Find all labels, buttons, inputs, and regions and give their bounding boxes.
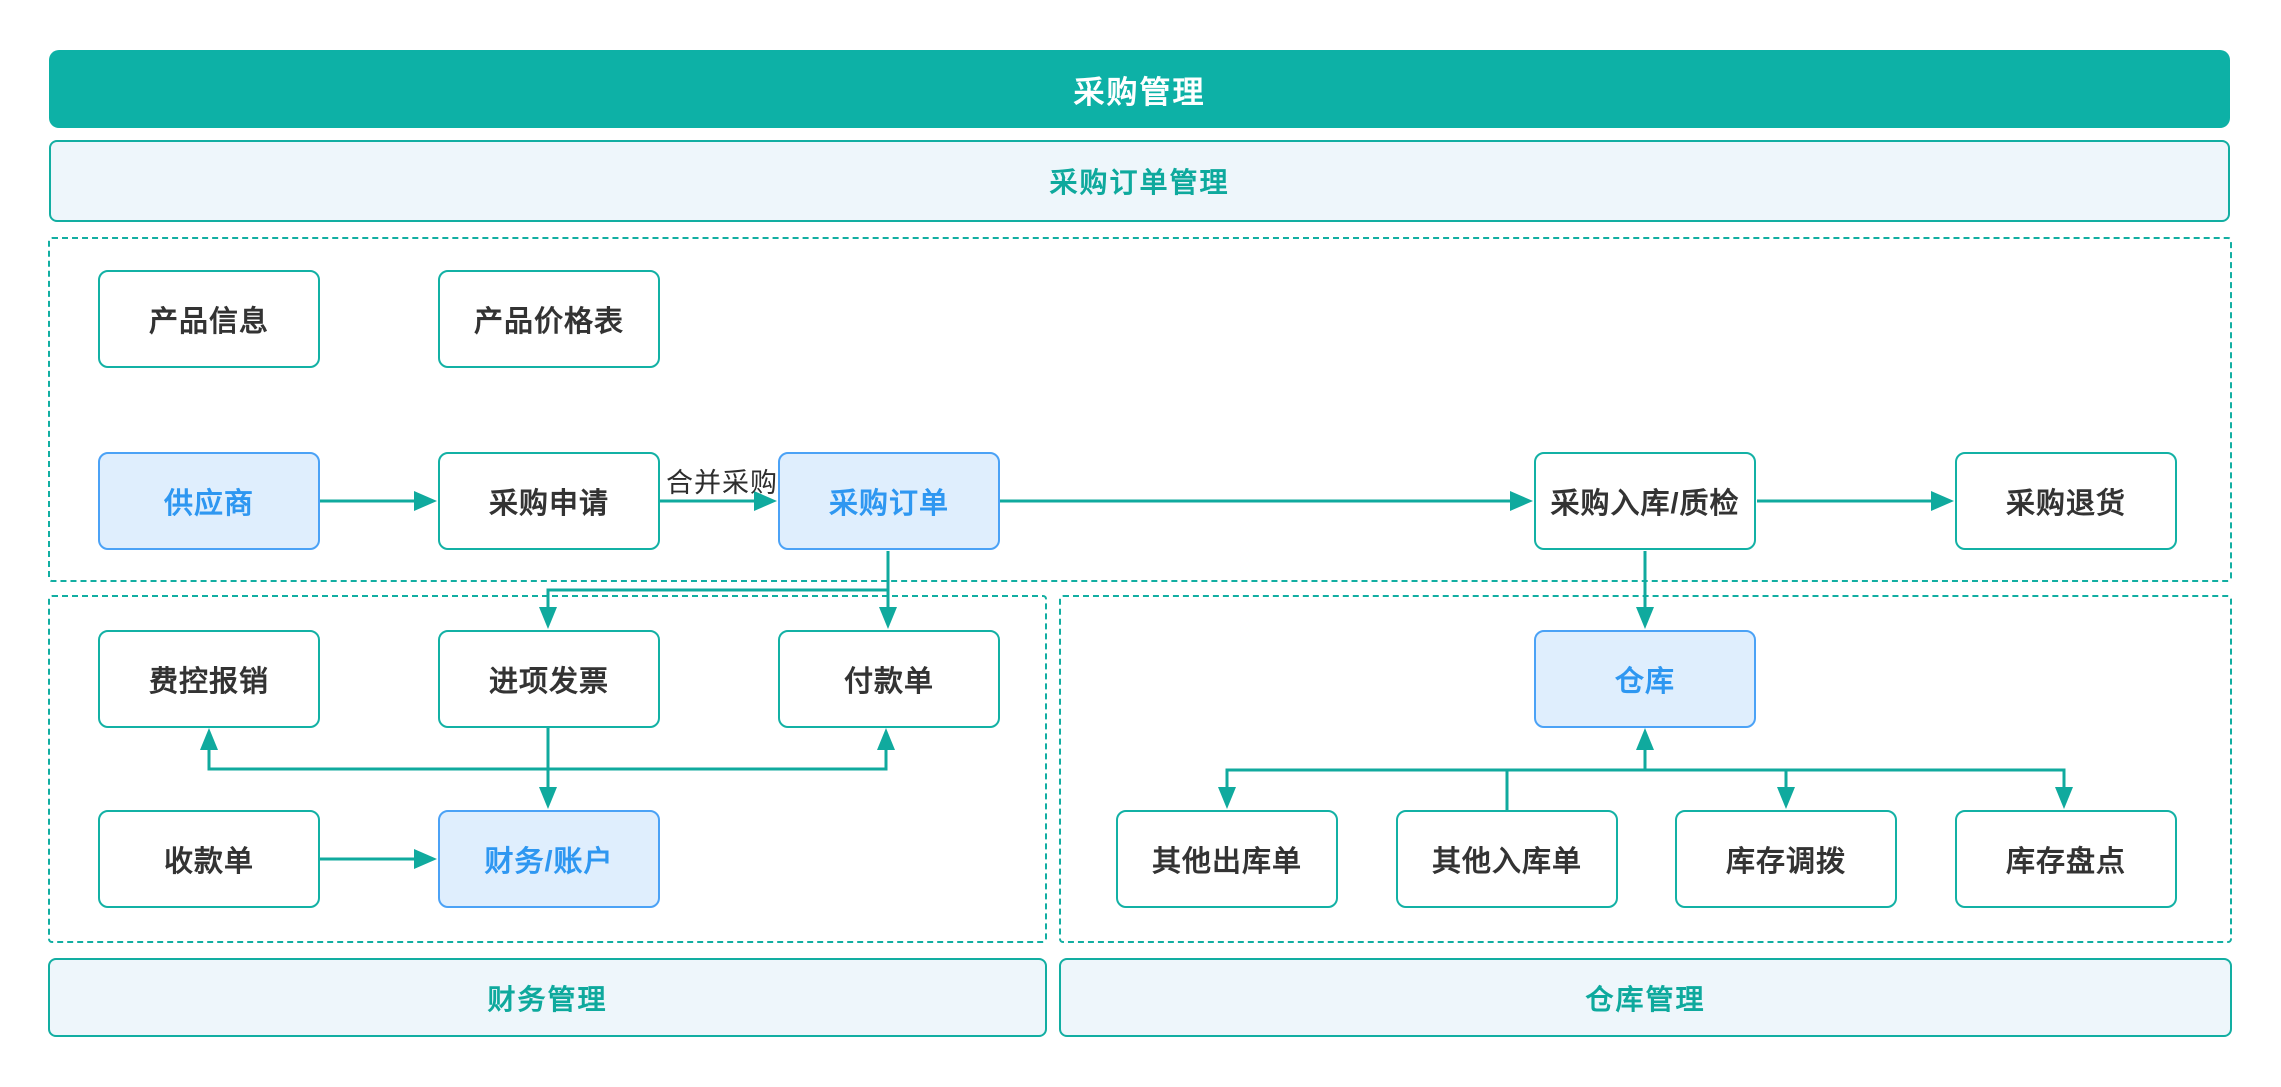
node-expense-reimburse: 费控报销 — [98, 630, 320, 728]
node-purchase-order: 采购订单 — [778, 452, 1000, 550]
node-price-list: 产品价格表 — [438, 270, 660, 368]
node-other-inbound: 其他入库单 — [1396, 810, 1618, 908]
node-receipt-slip: 收款单 — [98, 810, 320, 908]
node-purchase-return: 采购退货 — [1955, 452, 2177, 550]
node-receipt-qc: 采购入库/质检 — [1534, 452, 1756, 550]
warehouse-management-banner: 仓库管理 — [1059, 958, 2232, 1037]
purchase-order-management-banner: 采购订单管理 — [49, 140, 2230, 222]
edge-label-merge-purchase: 合并采购 — [666, 468, 778, 498]
node-payment-slip: 付款单 — [778, 630, 1000, 728]
node-supplier: 供应商 — [98, 452, 320, 550]
node-input-invoice: 进项发票 — [438, 630, 660, 728]
header-banner-purchase-management: 采购管理 — [49, 50, 2230, 128]
finance-management-banner: 财务管理 — [48, 958, 1047, 1037]
node-other-outbound: 其他出库单 — [1116, 810, 1338, 908]
purchase-order-region — [48, 237, 2232, 582]
node-purchase-request: 采购申请 — [438, 452, 660, 550]
node-warehouse: 仓库 — [1534, 630, 1756, 728]
node-stock-count: 库存盘点 — [1955, 810, 2177, 908]
node-finance-account: 财务/账户 — [438, 810, 660, 908]
node-stock-transfer: 库存调拨 — [1675, 810, 1897, 908]
node-product-info: 产品信息 — [98, 270, 320, 368]
